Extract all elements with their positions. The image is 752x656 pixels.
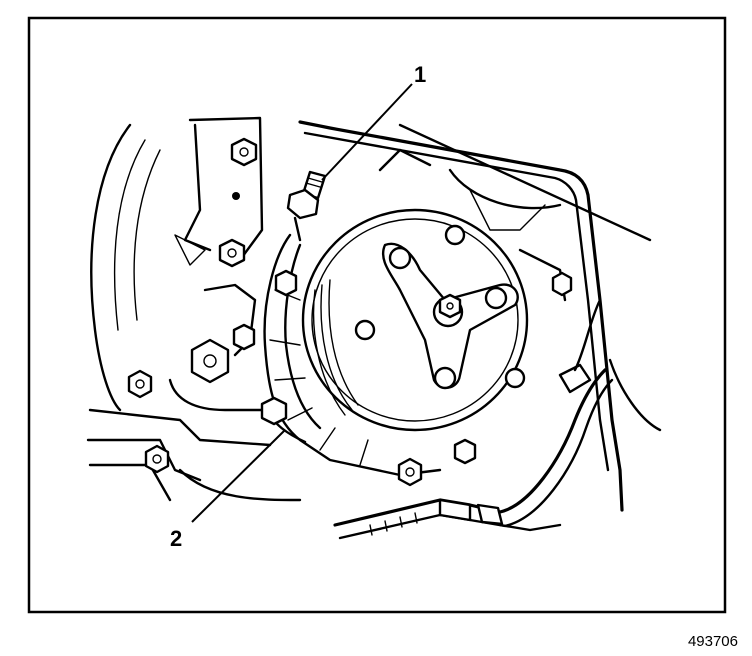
- upper-bracket-and-lines: [298, 120, 662, 512]
- upper-stud-bolt: [286, 170, 327, 242]
- callout-1-leader: [321, 83, 413, 181]
- callout-1-label: 1: [414, 62, 426, 87]
- engine-block: [86, 116, 302, 502]
- housing-bolts: [260, 269, 477, 487]
- compressor-body: [263, 208, 529, 477]
- callout-2-label: 2: [170, 526, 182, 551]
- block-bolts: [127, 137, 258, 474]
- lower-refrigerant-line: [333, 363, 614, 540]
- figure-number: 493706: [687, 633, 738, 650]
- callout-2-leader: [191, 429, 286, 523]
- illustration-border: [27, 16, 727, 614]
